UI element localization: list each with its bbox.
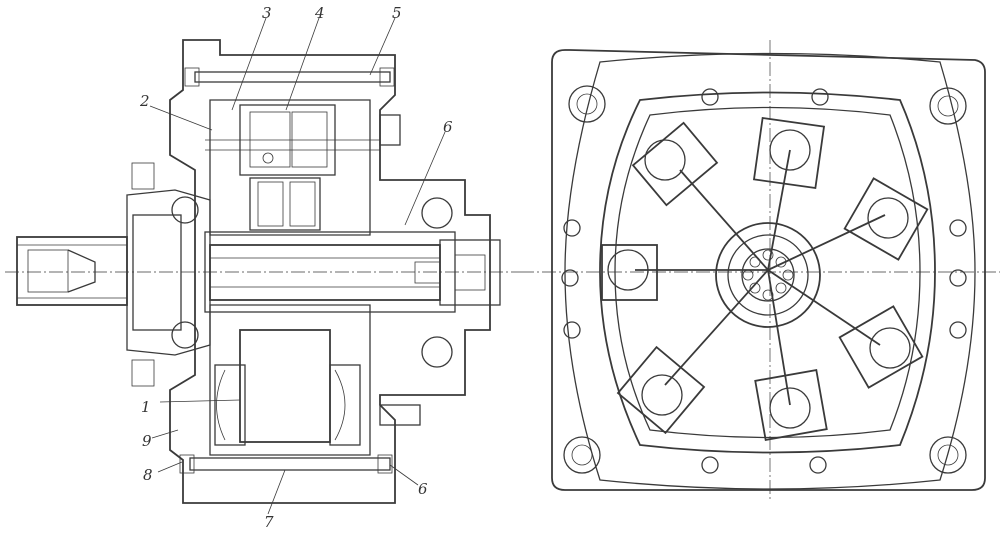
callout-6-top: 6 bbox=[443, 118, 453, 136]
callout-1: 1 bbox=[141, 398, 151, 416]
piston-6 bbox=[616, 345, 706, 435]
piston-4 bbox=[838, 305, 924, 389]
callout-4: 4 bbox=[314, 4, 325, 22]
output-shaft bbox=[16, 236, 128, 306]
piston-1 bbox=[631, 121, 719, 207]
flange-outline bbox=[551, 49, 986, 491]
body-ring bbox=[564, 52, 976, 490]
rear-bearing-bottom bbox=[421, 336, 453, 368]
corner-bolt-holes bbox=[563, 85, 967, 474]
cross-section-view bbox=[520, 40, 1000, 500]
radial-pistons bbox=[601, 116, 929, 441]
piston-2 bbox=[752, 116, 826, 190]
tie-rod-holes bbox=[561, 88, 967, 474]
tie-rod-top bbox=[184, 67, 395, 87]
cam-ring bbox=[599, 91, 936, 454]
plug-top bbox=[379, 114, 401, 146]
drain-fitting bbox=[379, 404, 421, 426]
front-bearing-bottom bbox=[171, 321, 199, 349]
rear-bearing-top bbox=[421, 197, 453, 229]
lower-piston-block bbox=[214, 329, 361, 446]
piston-7 bbox=[601, 244, 658, 301]
leader-lines bbox=[149, 17, 446, 515]
callout-5: 5 bbox=[392, 4, 402, 22]
tie-rod-bottom bbox=[179, 454, 393, 474]
callout-9: 9 bbox=[142, 432, 152, 450]
piston-3 bbox=[843, 177, 929, 261]
front-bearing-top bbox=[171, 196, 199, 224]
callout-7: 7 bbox=[264, 513, 274, 531]
upper-piston-assembly bbox=[205, 104, 380, 231]
piston-5 bbox=[754, 369, 828, 441]
front-cover bbox=[126, 162, 211, 387]
callout-8: 8 bbox=[143, 466, 153, 484]
callout-2: 2 bbox=[139, 92, 150, 110]
callout-3: 3 bbox=[262, 4, 272, 22]
distributor-shaft bbox=[209, 239, 501, 306]
callout-6-bottom: 6 bbox=[418, 480, 428, 498]
central-eccentric bbox=[715, 222, 821, 328]
longitudinal-section-view: 1 2 3 4 5 6 7 8 9 6 bbox=[5, 4, 520, 531]
